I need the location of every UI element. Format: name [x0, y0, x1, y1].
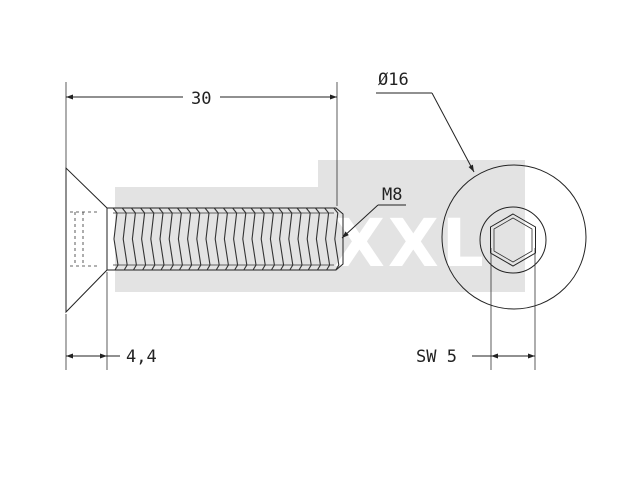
- dimension-head-height-label: 4,4: [126, 347, 157, 367]
- dimension-length: 30: [65, 82, 338, 206]
- head-outer-circle: [441, 164, 587, 310]
- watermark-label: XXL: [334, 205, 487, 282]
- dimension-length-label: 30: [191, 89, 211, 109]
- socket-hex-inner: [493, 217, 533, 263]
- socket-counterbore-circle: [479, 206, 547, 274]
- dimension-head-diameter-label: Ø16: [378, 70, 409, 90]
- dimension-head-height: 4,4: [65, 272, 157, 370]
- dimension-socket-size: SW 5: [416, 248, 536, 370]
- dimension-socket-size-label: SW 5: [416, 347, 457, 367]
- socket-hidden-lines: [70, 211, 100, 267]
- screw-side-view: [65, 166, 344, 314]
- dimension-head-diameter: Ø16: [376, 70, 475, 173]
- thread-callout: M8: [341, 185, 406, 239]
- screw-shank-outline: [107, 207, 344, 271]
- screw-head-outline: [65, 166, 108, 314]
- socket-hex-outer: [490, 213, 536, 267]
- thread-lines: [112, 207, 340, 271]
- watermark: XXL: [115, 160, 525, 292]
- thread-callout-label: M8: [382, 185, 402, 205]
- thread-helix: [112, 207, 340, 271]
- screw-end-view: [441, 164, 587, 310]
- watermark-box: [318, 160, 525, 292]
